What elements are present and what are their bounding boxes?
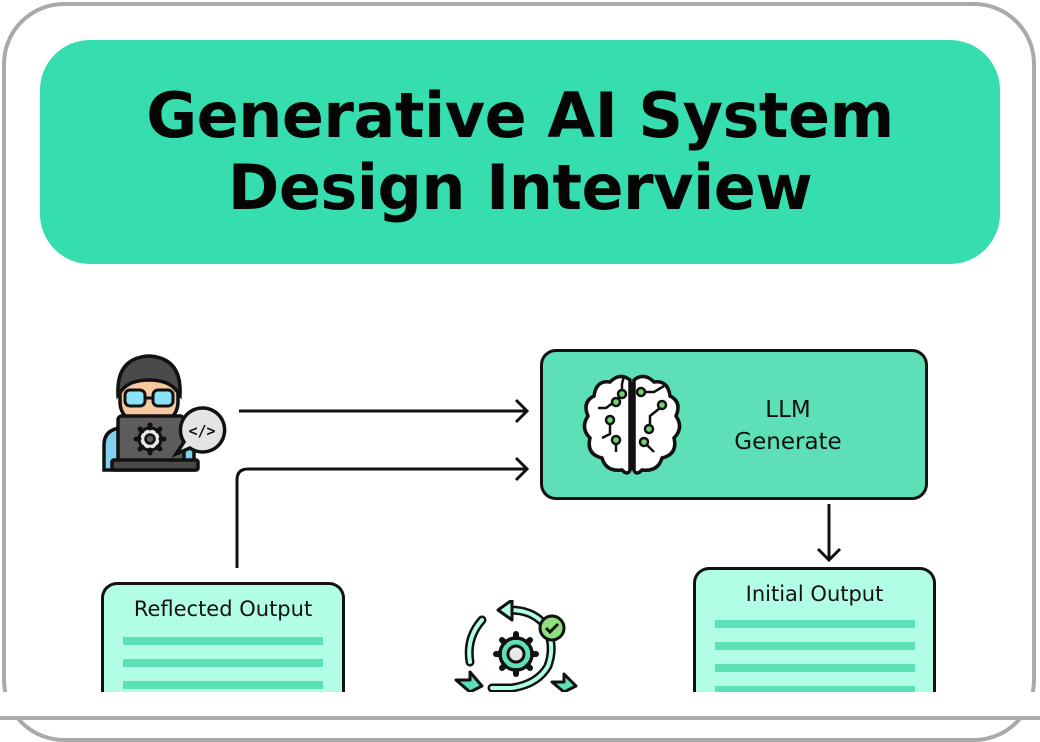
text-line [123, 637, 323, 645]
initial-output-title: Initial Output [745, 582, 884, 606]
arrow-reflected-to-llm [235, 456, 530, 568]
bottom-clip [0, 692, 1040, 720]
llm-generate-box: LLM Generate [540, 349, 928, 500]
title-line-2: Design Interview [227, 151, 813, 224]
title-line-1: Generative AI System [146, 79, 894, 152]
llm-label-line-1: LLM [765, 397, 811, 423]
title-banner: Generative AI System Design Interview [40, 40, 1000, 264]
text-line [714, 620, 915, 628]
connector-arrows [235, 398, 842, 568]
reflected-output-title: Reflected Output [133, 597, 313, 621]
arrow-llm-to-initial [816, 504, 842, 563]
text-line [123, 659, 323, 667]
initial-output-card: Initial Output [693, 567, 936, 692]
text-line [714, 686, 915, 692]
iteration-cycle-gear-icon [452, 600, 582, 692]
text-line [714, 664, 915, 672]
llm-label-line-2: Generate [734, 429, 842, 455]
svg-text:</>: </> [188, 422, 215, 440]
llm-box-label: LLM Generate [703, 394, 873, 458]
brain-circuit-icon [580, 372, 684, 478]
reflected-output-card: Reflected Output [101, 582, 345, 692]
text-line [714, 642, 915, 650]
bottom-border [0, 716, 1040, 720]
arrow-user-to-llm [239, 398, 530, 424]
developer-at-laptop-icon: </> [98, 350, 228, 475]
text-line [123, 681, 323, 689]
